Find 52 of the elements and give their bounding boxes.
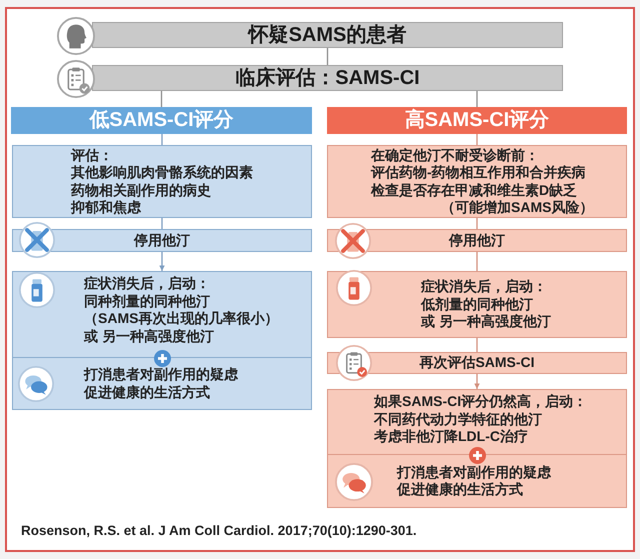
connector-line [476, 218, 478, 229]
process-box [327, 389, 627, 456]
step-text: 再次评估SAMS-CI [419, 354, 535, 372]
connector-line [161, 218, 163, 229]
step-text: 评估： [71, 146, 113, 164]
process-box [327, 454, 627, 508]
title-bar [92, 22, 563, 48]
step-text: 促进健康的生活方式 [397, 481, 523, 498]
step-text: （可能增加SAMS风险） [441, 199, 594, 216]
step-text: 停用他汀 [449, 232, 505, 250]
step-text: 药物相关副作用的病史 [71, 182, 211, 199]
connector-line [160, 91, 162, 107]
step-text: 低剂量的同种他汀 [421, 296, 533, 314]
step-text: 或 另一种高强度他汀 [84, 328, 214, 345]
header-title: 高SAMS-CI评分 [404, 109, 550, 132]
connector-line [476, 252, 478, 271]
step-text: 评估药物-药物相互作用和合并疾病 [371, 164, 586, 182]
step-text: 促进健康的生活方式 [84, 384, 210, 401]
step-text: 停用他汀 [134, 232, 190, 250]
title-bar [92, 65, 563, 91]
connector-line [476, 338, 478, 352]
step-text: 其他影响肌肉骨骼系统的因素 [71, 164, 253, 182]
process-box [12, 357, 312, 410]
process-box [12, 271, 312, 359]
step-text: 考虑非他汀降LDL-C治疗 [374, 428, 528, 446]
arrow [159, 252, 165, 271]
bar-title: 怀疑SAMS的患者 [248, 24, 406, 46]
step-text: 抑郁和焦虑 [71, 199, 141, 216]
step-text: （SAMS再次出现的几率很小） [84, 310, 278, 328]
process-box [12, 145, 312, 218]
step-text: 症状消失后，启动： [84, 275, 210, 292]
column-header [11, 107, 312, 134]
step-text: 症状消失后，启动： [421, 278, 547, 296]
process-box [327, 271, 627, 338]
process-box [327, 145, 627, 218]
step-text: 打消患者对副作用的疑虑 [84, 366, 238, 384]
step-text: 或 另一种高强度他汀 [421, 313, 551, 331]
connector-line [476, 91, 478, 107]
step-text: 不同药代动力学特征的他汀 [374, 410, 542, 428]
bar-title: 临床评估：SAMS-CI [235, 66, 420, 90]
step-text: 检查是否存在甲减和维生素D缺乏 [371, 182, 578, 199]
connector-line [161, 134, 163, 145]
connector-line [476, 134, 478, 145]
connector-line [326, 48, 328, 65]
step-text: 如果SAMS-CI评分仍然高，启动： [374, 393, 588, 411]
citation-text: Rosenson, R.S. et al. J Am Coll Cardiol. 2017;70(10):1290-301. [21, 522, 417, 539]
column-header [327, 107, 627, 134]
step-text: 在确定他汀不耐受诊断前： [371, 146, 539, 164]
step-text: 同种剂量的同种他汀 [84, 292, 210, 310]
header-title: 低SAMS-CI评分 [89, 109, 234, 132]
arrow [474, 374, 480, 389]
step-text: 打消患者对副作用的疑虑 [397, 464, 551, 481]
